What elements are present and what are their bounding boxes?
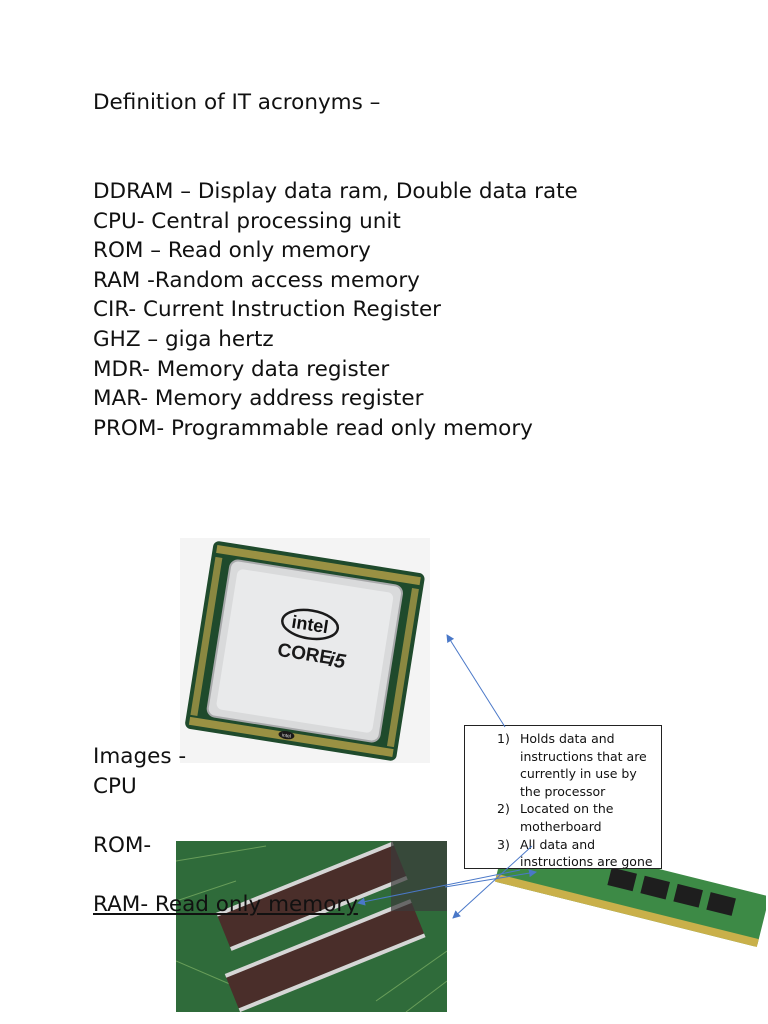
callout-item-text: Located on the motherboard — [520, 801, 614, 834]
ram-callout-box: 1) Holds data and instructions that are … — [464, 725, 662, 869]
cpu-small-logo: intel — [281, 732, 291, 739]
rom-chip-image — [176, 841, 447, 1012]
callout-item-number: 3) — [497, 836, 510, 852]
definition-mdr: MDR- Memory data register — [93, 356, 390, 382]
callout-item: 2) Located on the motherboard — [465, 800, 661, 835]
callout-item-text: Holds data and instructions that are cur… — [520, 731, 647, 799]
callout-item-number: 2) — [497, 801, 510, 817]
callout-item-text: All data and instructions are gone — [520, 836, 653, 869]
definitions-list: DDRAM – Display data ram, Double data ra… — [93, 177, 578, 443]
definition-ram: RAM -Random access memory — [93, 267, 420, 293]
definition-prom: PROM- Programmable read only memory — [93, 415, 533, 441]
definition-mar: MAR- Memory address register — [93, 386, 424, 412]
callout-item: 3) All data and instructions are gone — [465, 836, 661, 869]
rom-label: ROM- — [93, 833, 152, 858]
ram-label: RAM- Read only memory — [93, 892, 358, 917]
definition-cir: CIR- Current Instruction Register — [93, 297, 442, 323]
cpu-image: intel CORE i5 intel — [180, 538, 430, 763]
definition-ddram: DDRAM – Display data ram, Double data ra… — [93, 179, 578, 204]
cpu-label: CPU — [93, 774, 137, 799]
page-title: Definition of IT acronyms – — [93, 90, 381, 115]
definition-rom: ROM – Read only memory — [93, 238, 371, 264]
callout-item: 1) Holds data and instructions that are … — [465, 730, 661, 800]
arrow-to-cpu — [446, 634, 506, 728]
cpu-model-text: i5 — [327, 649, 348, 673]
definition-cpu: CPU- Central processing unit — [93, 208, 401, 234]
images-label: Images - — [93, 744, 187, 769]
definition-ghz: GHZ – giga hertz — [93, 326, 274, 352]
callout-item-number: 1) — [497, 731, 510, 746]
